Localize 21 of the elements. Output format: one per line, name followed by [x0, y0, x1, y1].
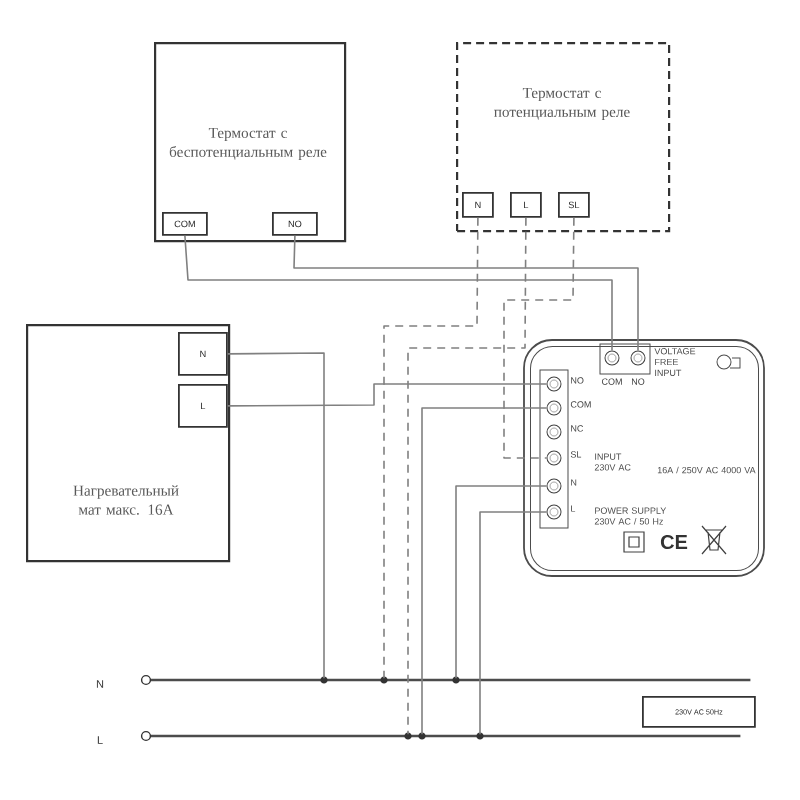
wire — [383, 217, 479, 680]
wire — [227, 352, 325, 680]
wire — [455, 485, 548, 680]
screw-terminal — [546, 424, 562, 440]
screw-terminal — [546, 400, 562, 416]
wire — [479, 511, 548, 736]
screw-terminal — [604, 350, 620, 366]
conformity-mark: CE — [660, 534, 688, 550]
screw-terminal — [546, 478, 562, 494]
screw-terminal — [630, 350, 646, 366]
screw-terminal — [546, 376, 562, 392]
bus-line — [140, 674, 751, 686]
wire — [407, 217, 527, 736]
wire — [421, 407, 548, 736]
wire — [227, 383, 548, 407]
screw-terminal — [546, 504, 562, 520]
bus-line — [140, 730, 741, 742]
wire — [293, 235, 639, 352]
wire — [184, 235, 613, 352]
screw-terminal — [546, 450, 562, 466]
wire — [503, 217, 575, 459]
